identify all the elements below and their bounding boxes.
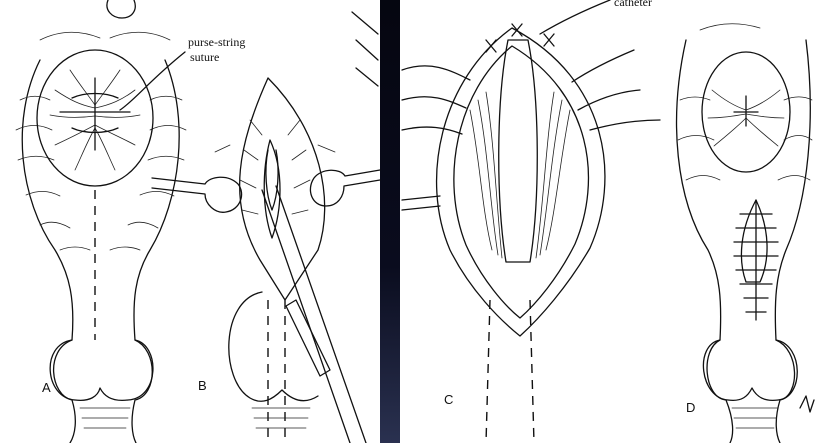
panel-d: D [675,23,815,443]
panel-c-incision-outer [435,27,606,337]
panel-b-label: B [198,378,207,393]
catheter-label: catheter [614,0,652,9]
panel-d-oval-hatching [707,89,785,147]
panel-d-label: D [686,400,695,415]
panel-b-probe [265,149,279,211]
panel-b: B [151,77,381,443]
panel-c-label: C [444,392,453,407]
panel-d-outline-right [774,39,811,443]
panel-b-retractor-right [309,169,381,207]
panel-a-hatching [15,31,187,251]
panel-b-corner-lines [351,11,379,87]
panel-a-outline-left [21,59,76,443]
panel-d-purse-string-closed [733,95,759,127]
panel-gap [664,0,670,443]
panel-a-base-rings [79,407,131,429]
panel-c-incision-inner [453,45,590,319]
panel-c: catheter C [401,0,661,443]
panel-c-catheter [498,39,538,263]
purse-string-leader-line [119,51,186,111]
panel-d-artist-mark [799,395,815,413]
panel-d-oval [701,51,791,173]
panel-b-base-rings [251,407,311,429]
panel-b-dashed-lines [267,300,286,443]
panel-a-outline-right [131,59,180,443]
panel-a-top-shape [106,0,136,19]
panel-d-hatching [677,23,813,181]
panel-a-oval [36,49,154,187]
panel-d-base-rings [731,407,779,429]
panel-c-top-sutures [485,23,555,53]
panel-b-instrument-blade [285,299,331,377]
purse-string-suture-cross [59,77,131,151]
panel-d-bulb [702,339,798,402]
panel-b-instrument-shaft [261,185,367,443]
panel-a: purse-string suture A [15,0,245,443]
panel-a-label: A [42,380,51,395]
panel-b-bulb [228,291,319,402]
purse-string-label-line1: purse-string [188,35,245,49]
panel-b-incision [238,77,326,301]
panel-a-bulb [49,339,154,402]
panel-d-outline-left [675,39,734,443]
purse-string-suture-loop [71,92,119,134]
panel-b-hatching [214,119,336,215]
panel-b-retractor-left [151,176,243,213]
frame-divider [380,0,400,443]
panel-d-interrupted-sutures [733,199,779,321]
panel-a-oval-hatching [49,69,141,171]
panel-c-traction-sutures [401,49,661,211]
catheter-leader-line [539,0,611,35]
purse-string-label-line2: suture [190,50,219,64]
panel-c-dashed-lines [485,299,535,443]
panel-c-striations [469,91,571,259]
